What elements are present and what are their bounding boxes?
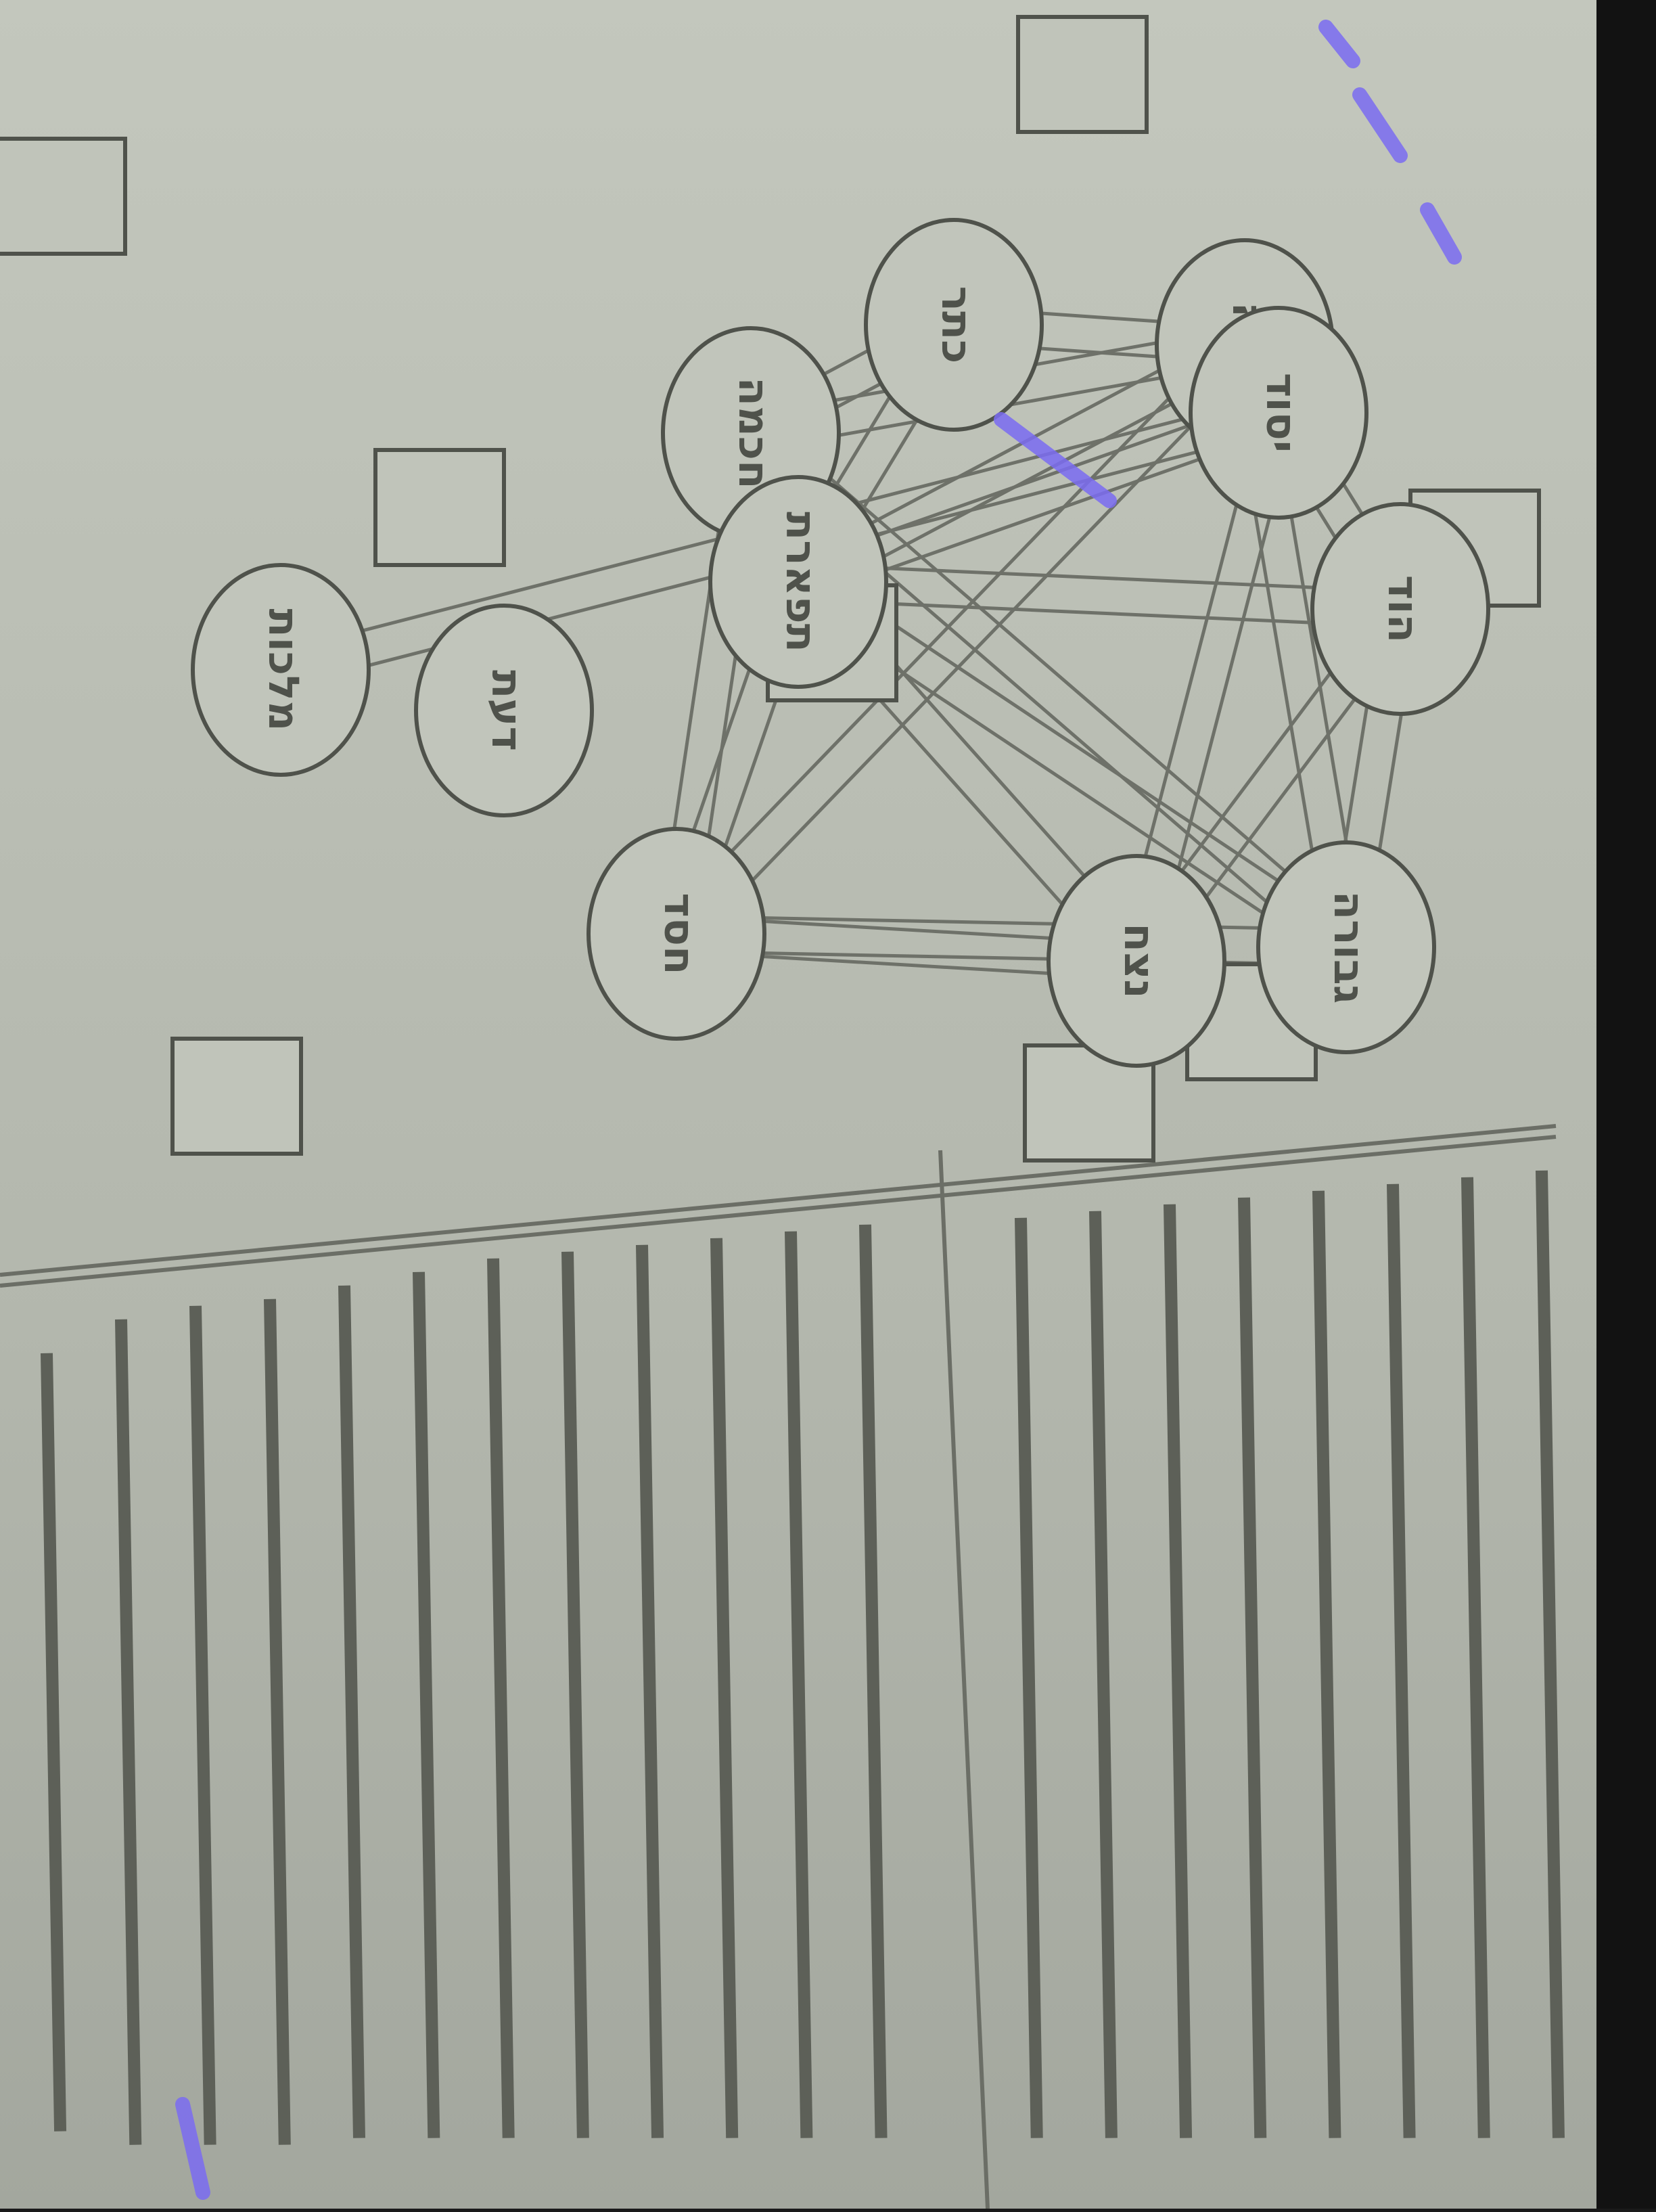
letter-box [0,137,127,256]
node-yesod [1189,306,1368,520]
letter-box [373,448,506,567]
node-gevurah [1256,840,1436,1054]
letter-box [1016,15,1149,134]
node-hod [1310,502,1490,716]
node-label-daat: דעת [482,670,532,751]
path-line [799,562,1402,593]
node-label-chesed: חסד [655,893,704,974]
node-label-yesod: יסוד [1257,373,1306,453]
node-label-hod: הוד [1379,575,1428,643]
letter-boxes [0,15,1541,1163]
letter-box [170,1037,303,1156]
glare-streaks [175,20,1462,2200]
path-line [687,356,1259,947]
screen-bezel [1596,0,1656,2209]
node-chesed [586,827,766,1041]
path-line [676,914,1347,932]
node-daat [414,604,594,817]
handwritten-text-lines [41,1170,1565,2145]
node-label-gevurah: גבורה [1325,891,1374,1004]
node-malkhut [191,563,371,777]
section-dividers [0,1124,1557,2209]
node-keter [864,218,1044,432]
notebook-page: כתרחכמהבינהדעתחסדגבורהתפארתנצחהודיסודמלכ… [0,0,1596,2209]
node-label-keter: כתר [932,286,982,364]
node-label-malkhut: מלכות [259,608,308,731]
node-label-chochmah: חכמה [729,377,779,489]
node-tiferet [708,475,888,689]
path-line [807,566,1357,934]
path-line [761,418,1359,936]
tree-of-life-diagram: כתרחכמהבינהדעתחסדגבורהתפארתנצחהודיסודמלכ… [0,15,1565,2209]
node-label-netzach: נצח [1115,923,1164,998]
node-netzach [1046,854,1226,1068]
node-label-tiferet: תפארת [777,512,826,652]
sephirot-nodes: כתרחכמהבינהדעתחסדגבורהתפארתנצחהודיסודמלכ… [191,218,1490,1068]
